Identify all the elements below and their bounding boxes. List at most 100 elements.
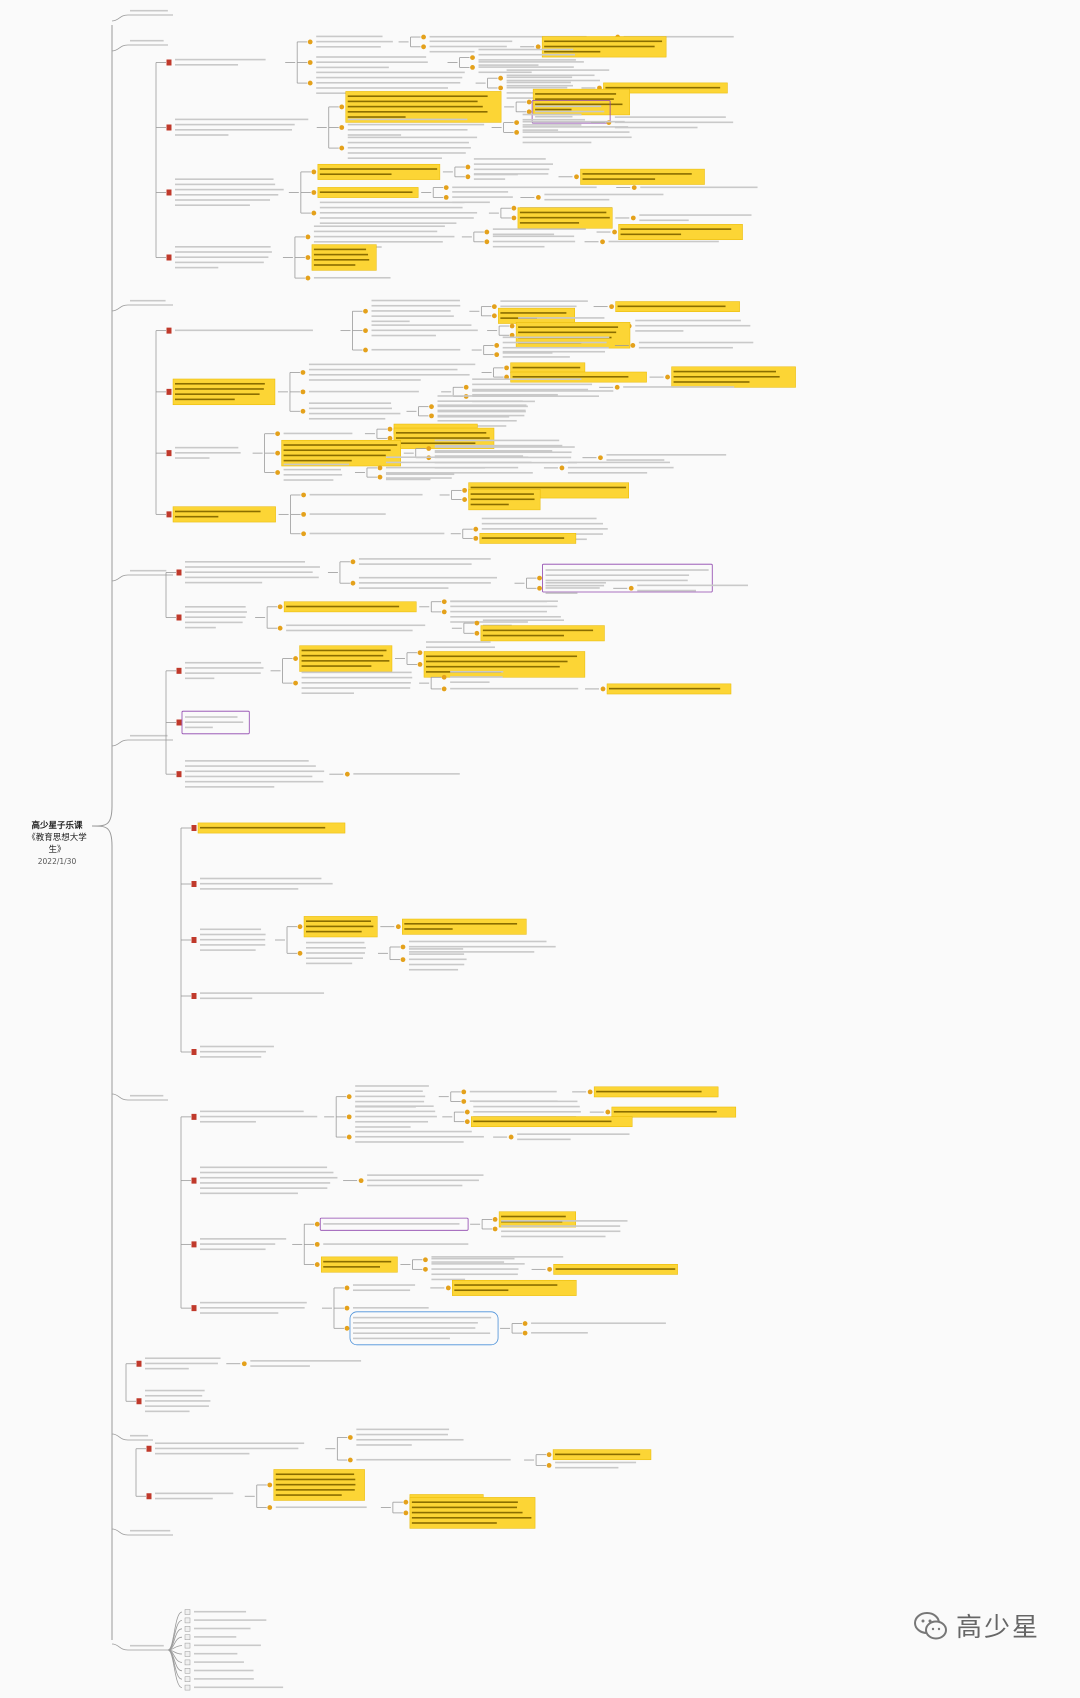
highlight-note[interactable] — [311, 244, 377, 271]
bulb-icon — [275, 450, 281, 456]
text-line — [356, 1458, 511, 1461]
text-line — [130, 1529, 171, 1532]
outlined-note[interactable] — [181, 710, 250, 735]
text-line — [535, 108, 572, 111]
text-line — [500, 300, 588, 302]
text-line — [635, 330, 684, 332]
text-line — [502, 356, 570, 358]
text-line — [506, 86, 568, 89]
text-line — [502, 336, 610, 339]
text-line — [620, 233, 682, 236]
text-line — [501, 1220, 563, 1223]
text-line — [395, 432, 487, 434]
outlined-note[interactable] — [349, 1311, 499, 1346]
highlight-note[interactable] — [402, 918, 527, 935]
text-line — [481, 528, 608, 530]
outlined-note[interactable] — [531, 100, 611, 124]
text-line — [200, 997, 253, 1000]
text-line — [437, 395, 521, 397]
text-line — [306, 930, 362, 933]
highlight-note[interactable] — [317, 163, 441, 180]
text-line — [640, 186, 758, 189]
text-line — [145, 1357, 221, 1360]
highlight-note[interactable] — [480, 625, 605, 642]
highlight-note[interactable] — [452, 1279, 577, 1296]
root-node[interactable]: 高少星子乐课 《教育思想大学生》 2022/1/30 — [22, 820, 92, 868]
bulb-icon — [417, 650, 423, 656]
topic-marker-icon — [191, 825, 197, 831]
bulb-icon — [346, 1114, 352, 1120]
text-line — [130, 299, 166, 302]
main-branch-line — [111, 574, 129, 582]
text-line — [301, 649, 387, 652]
text-line — [200, 1187, 328, 1189]
text-line — [175, 134, 229, 136]
text-line — [408, 958, 467, 961]
bulb-icon — [300, 389, 306, 395]
bulb-icon — [293, 680, 298, 686]
text-line — [175, 256, 269, 258]
text-line — [308, 417, 386, 420]
text-line — [501, 1230, 621, 1233]
text-line — [200, 1307, 305, 1309]
highlight-note[interactable] — [172, 378, 276, 406]
list-branch-line — [167, 1649, 183, 1680]
highlight-note[interactable] — [580, 168, 705, 185]
text-line — [431, 1257, 515, 1260]
text-line — [606, 454, 727, 456]
text-line — [408, 953, 465, 955]
text-line — [358, 576, 497, 579]
text-line — [425, 665, 560, 668]
text-line — [492, 235, 575, 238]
text-line — [434, 451, 572, 454]
text-line — [501, 1220, 628, 1222]
highlight-note[interactable] — [515, 322, 631, 349]
text-line — [522, 113, 582, 116]
bulb-icon — [305, 255, 311, 260]
highlight-note[interactable] — [281, 439, 402, 467]
highlight-note[interactable] — [498, 307, 576, 324]
text-line — [355, 1115, 437, 1118]
text-line — [492, 233, 555, 236]
highlight-note[interactable] — [423, 651, 586, 678]
outlined-note[interactable] — [542, 563, 713, 593]
text-line — [319, 222, 457, 224]
text-line — [283, 479, 334, 481]
bulb-icon — [339, 145, 345, 151]
text-line — [637, 589, 697, 592]
list-item-icon — [184, 1676, 191, 1682]
text-line — [478, 53, 575, 56]
text-line — [411, 1511, 523, 1514]
text-line — [544, 193, 664, 196]
text-line — [200, 1166, 328, 1169]
text-line — [408, 948, 464, 950]
highlight-note[interactable] — [320, 1256, 398, 1273]
bulb-icon — [429, 404, 434, 410]
highlight-note[interactable] — [498, 1211, 576, 1228]
highlight-note[interactable] — [172, 506, 276, 523]
text-line — [200, 938, 266, 941]
text-line — [200, 882, 333, 885]
bulb-icon — [511, 215, 517, 221]
bulb-icon — [305, 234, 311, 240]
text-line — [185, 672, 261, 674]
highlight-note[interactable] — [618, 224, 743, 240]
outlined-note[interactable] — [319, 1217, 469, 1231]
text-line — [130, 569, 167, 572]
text-line — [306, 952, 365, 954]
text-line — [130, 39, 164, 42]
topic-marker-icon — [166, 189, 172, 196]
text-line — [175, 398, 235, 401]
text-line — [522, 120, 625, 123]
text-line — [323, 1266, 380, 1268]
bulb-icon — [297, 924, 303, 930]
text-line — [545, 581, 606, 584]
bulb-icon — [441, 599, 447, 605]
text-line — [478, 61, 584, 63]
text-line — [130, 734, 168, 737]
text-line — [175, 446, 239, 449]
bulb-icon — [546, 1462, 552, 1468]
text-line — [175, 58, 266, 61]
highlight-note[interactable] — [299, 645, 393, 672]
text-line — [429, 35, 587, 38]
